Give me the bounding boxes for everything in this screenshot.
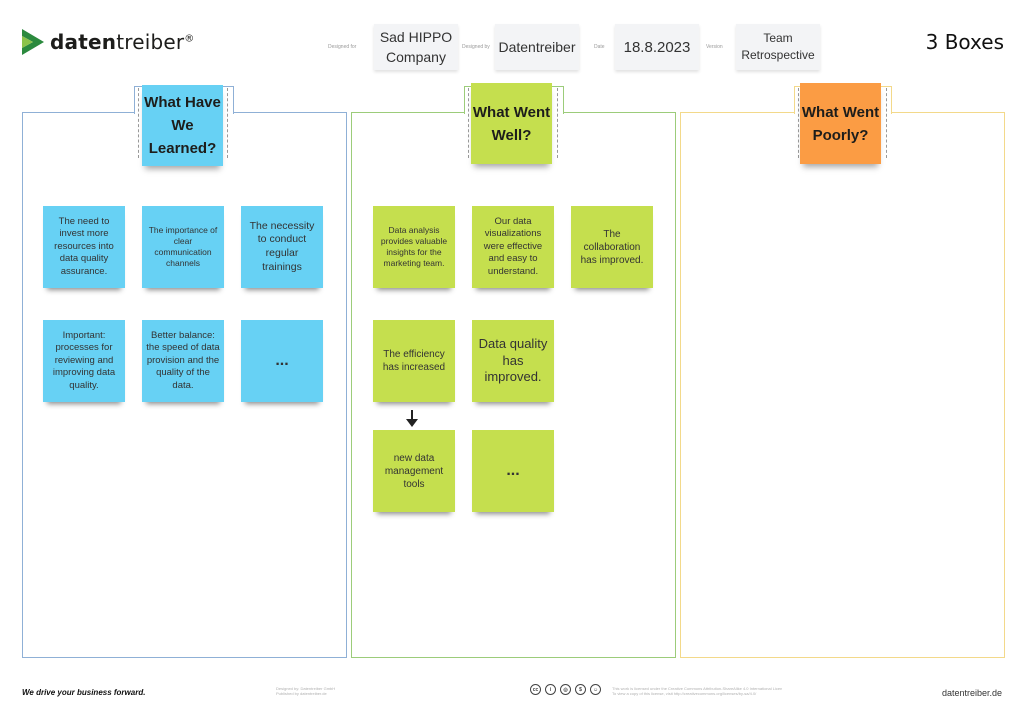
footer-license-text-2: To view a copy of this license, visit ht… <box>612 691 757 696</box>
sticky-note-placeholder[interactable]: ... <box>241 320 323 402</box>
cc-by-icon: i <box>545 684 556 695</box>
footer-license-credit: Published by datentreiber.de <box>276 691 327 696</box>
footer-website-link[interactable]: datentreiber.de <box>941 688 1002 698</box>
sticky-note[interactable]: The need to invest more resources into d… <box>43 206 125 288</box>
designed-by-label: Designed by <box>462 44 490 50</box>
logo-text: datentreiber® <box>50 30 195 54</box>
heading-what-have-we-learned[interactable]: What Have We Learned? <box>142 85 223 166</box>
sticky-note[interactable]: Better balance: the speed of data provis… <box>142 320 224 402</box>
date-field[interactable]: 18.8.2023 <box>615 24 699 70</box>
version-label: Version <box>706 44 723 50</box>
version-field[interactable]: Team Retrospective <box>736 24 820 70</box>
sticky-note[interactable]: Important: processes for reviewing and i… <box>43 320 125 402</box>
sticky-note-placeholder[interactable]: ... <box>472 430 554 512</box>
logo-chevron-icon <box>22 29 44 55</box>
tab-dash-left <box>468 88 469 158</box>
heading-what-went-well[interactable]: What Went Well? <box>471 83 552 164</box>
sticky-note[interactable]: Data analysis provides valuable insights… <box>373 206 455 288</box>
cc-nc-icon: $ <box>575 684 586 695</box>
sticky-note[interactable]: Our data visualizations were effective a… <box>472 206 554 288</box>
designed-for-label: Designed for <box>328 44 357 50</box>
tab-dash-right <box>557 88 558 158</box>
cc-sa-icon: ◎ <box>560 684 571 695</box>
sticky-note[interactable]: The efficiency has increased <box>373 320 455 402</box>
date-label: Date <box>594 44 605 50</box>
tab-dash-right <box>227 88 228 158</box>
page-title: 3 Boxes <box>925 30 1004 54</box>
column-went-poorly-frame <box>680 112 1005 658</box>
arrow-down-icon <box>406 410 418 427</box>
tab-dash-left <box>798 88 799 158</box>
sticky-note[interactable]: Data quality has improved. <box>472 320 554 402</box>
tab-dash-right <box>886 88 887 158</box>
footer-slogan: We drive your business forward. <box>22 688 146 697</box>
sticky-note[interactable]: The importance of clear communication ch… <box>142 206 224 288</box>
footer-designed-credit: Designed by: Datentreiber GmbH <box>276 686 336 691</box>
footer-license-text: This work is licensed under the Creative… <box>612 686 782 691</box>
sticky-note[interactable]: new data management tools <box>373 430 455 512</box>
sticky-note[interactable]: The necessity to conduct regular trainin… <box>241 206 323 288</box>
designed-by-field[interactable]: Datentreiber <box>495 24 579 70</box>
heading-what-went-poorly[interactable]: What Went Poorly? <box>800 83 881 164</box>
cc-person-icon: ☺ <box>590 684 601 695</box>
datentreiber-logo: datentreiber® <box>22 28 195 56</box>
tab-dash-left <box>138 88 139 158</box>
cc-icon: cc <box>530 684 541 695</box>
sticky-note[interactable]: The collaboration has improved. <box>571 206 653 288</box>
cc-license-icons: cc i ◎ $ ☺ <box>530 684 601 695</box>
designed-for-field[interactable]: Sad HIPPO Company <box>374 24 458 70</box>
